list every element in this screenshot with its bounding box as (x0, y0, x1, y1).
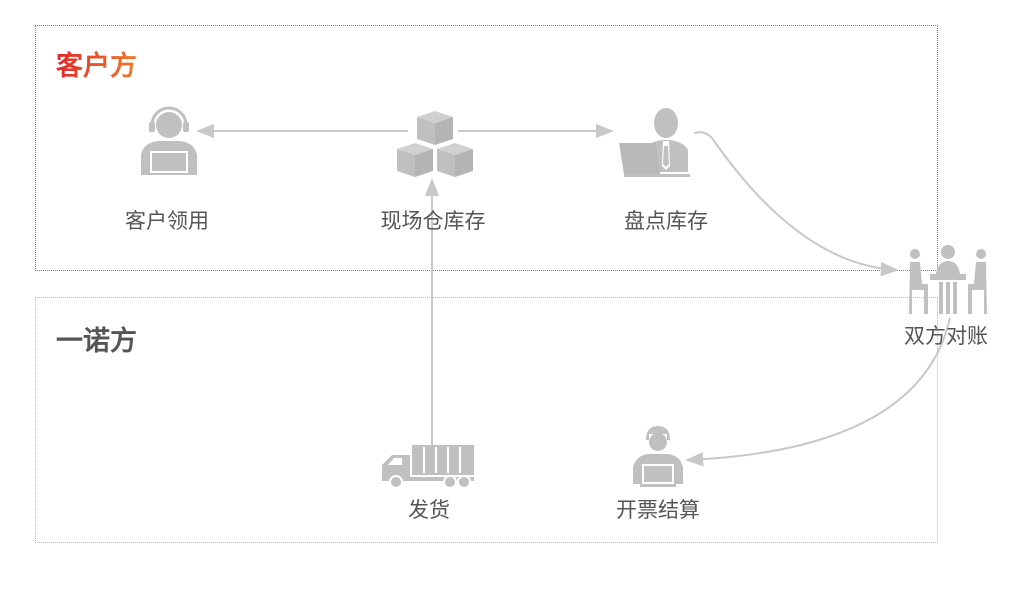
vendor-group-title: 一诺方 (56, 326, 137, 357)
person-laptop-icon (633, 426, 683, 487)
arrow-reconcile-to-invoice (685, 317, 951, 467)
headset-person-icon (141, 106, 197, 175)
arrow-count-to-reconcile (693, 131, 899, 277)
node-label-site-warehouse: 现场仓库存 (380, 209, 486, 233)
truck-icon (382, 445, 474, 489)
node-label-reconciliation: 双方对账 (904, 324, 988, 348)
client-group-box (35, 25, 938, 271)
client-group-title: 客户方 (56, 44, 137, 83)
node-label-invoicing: 开票结算 (616, 498, 700, 522)
boxes-icon (397, 111, 473, 177)
node-label-inventory-count: 盘点库存 (624, 209, 708, 233)
node-label-customer-use: 客户领用 (125, 209, 209, 233)
node-label-shipping: 发货 (408, 498, 450, 522)
vendor-group-box (35, 297, 938, 543)
businessman-laptop-icon (619, 108, 690, 177)
meeting-table-icon (909, 245, 987, 314)
